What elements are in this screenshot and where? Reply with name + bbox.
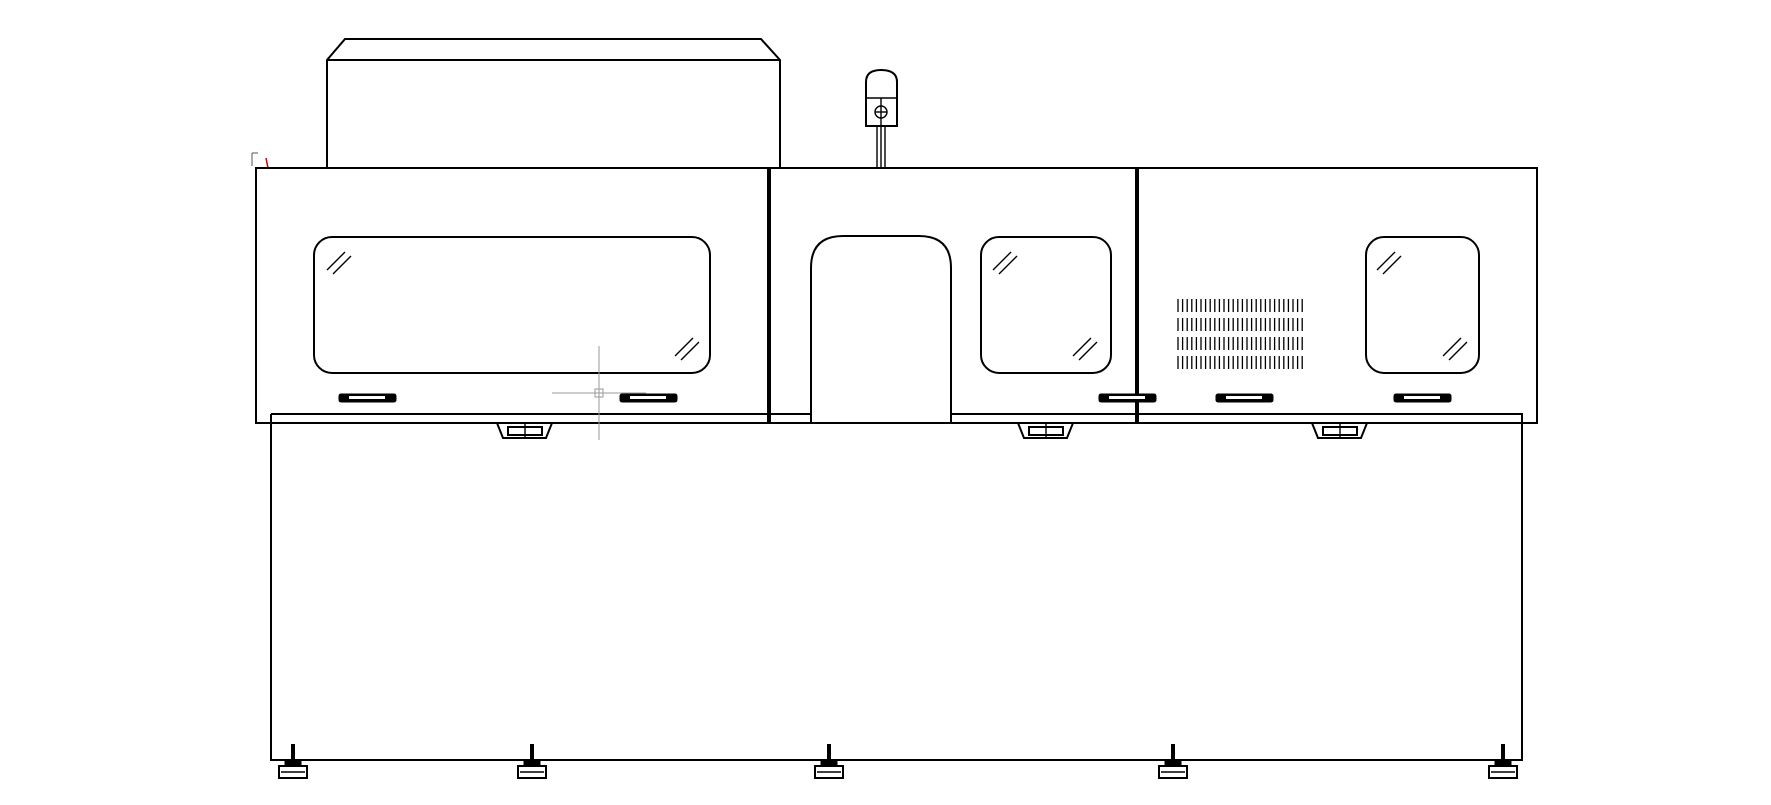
pass-through-opening [810,235,952,423]
leveling-foot-2 [517,744,547,779]
caster-3 [1311,422,1368,439]
caster-1 [496,422,553,439]
leveling-foot-1 [278,744,308,779]
leveling-foot-5 [1488,744,1518,779]
handle-1 [338,393,397,403]
handle-2 [619,393,678,403]
caster-2 [1017,422,1074,439]
window-large-left [313,236,711,374]
leveling-foot-4 [1158,744,1188,779]
crosshair-cursor [552,346,646,440]
handle-4 [1215,393,1274,403]
handle-5 [1393,393,1452,403]
leveling-foot-3 [814,744,844,779]
ucs-icon [251,152,275,169]
base-cabinet [270,413,1523,761]
signal-tower [865,68,898,168]
handle-3 [1098,393,1157,403]
window-middle [980,236,1112,374]
vent-grille [1177,299,1303,369]
top-housing-box [326,38,781,168]
upper-housing [255,167,1538,424]
window-right [1365,236,1480,374]
